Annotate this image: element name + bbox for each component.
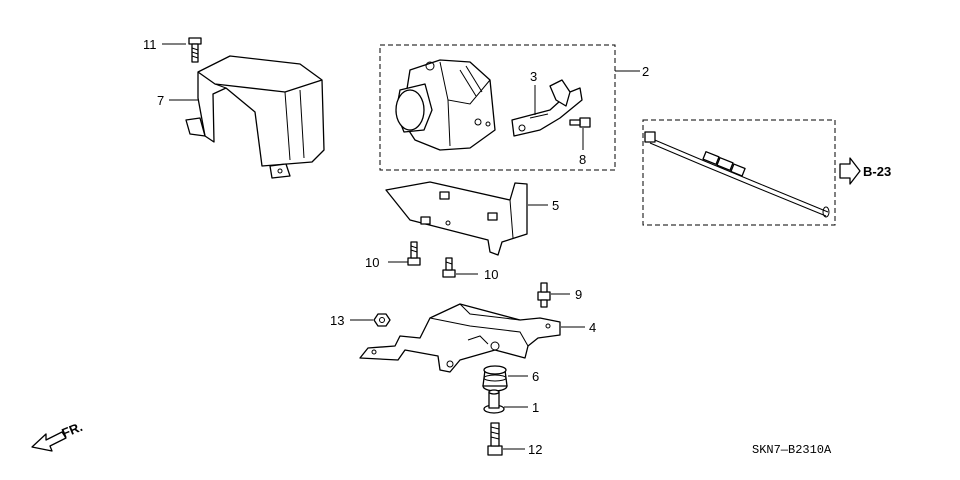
bracket-5 [385,181,528,256]
b23-reference: B-23 [839,157,891,185]
callout-3: 3 [530,69,537,84]
front-label: FR. [60,419,85,441]
callout-9: 9 [575,287,582,302]
bracket-3 [511,79,583,137]
callout-6: 6 [532,369,539,384]
bolt-10-left [407,241,421,266]
callout-11: 11 [143,37,157,52]
b23-label: B-23 [863,164,891,179]
callout-8: 8 [579,152,586,167]
collar-1 [483,389,505,414]
callout-10-right: 10 [484,267,498,282]
grommet-6 [482,365,508,392]
front-arrow: FR. [31,419,85,452]
nut-13 [373,313,391,327]
callout-13: 13 [330,313,344,328]
assembly-2-frame [379,44,616,171]
callout-12: 12 [528,442,542,457]
callout-1: 1 [532,400,539,415]
cable-frame [642,119,836,226]
diagram-code: SKN7—B2310A [752,443,832,457]
bolt-8 [569,117,591,128]
bolt-9 [537,282,551,308]
cable [644,131,830,218]
bolt-12 [487,422,503,456]
callout-2: 2 [642,64,649,79]
callout-10-left: 10 [365,255,379,270]
bolt-10-right [442,257,456,278]
callout-7: 7 [157,93,164,108]
leader-lines [162,43,640,450]
actuator-2 [395,59,496,151]
callout-5: 5 [552,198,559,213]
bracket-4 [359,303,561,373]
cover-7 [185,55,325,179]
bolt-11 [188,37,202,63]
callout-4: 4 [589,320,596,335]
